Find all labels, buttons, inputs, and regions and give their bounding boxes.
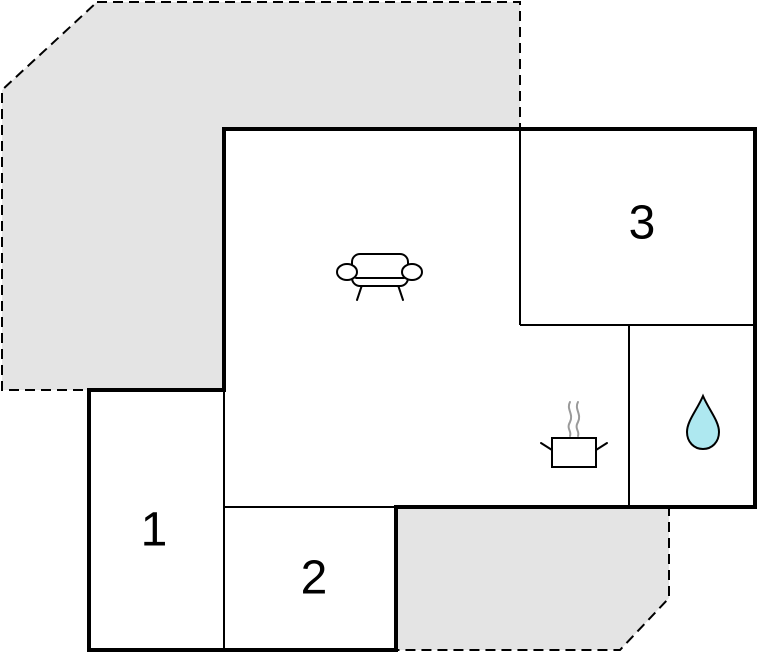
- house-outline: [87, 127, 757, 652]
- terrace-bottom-right: [395, 506, 670, 651]
- cooking-pot-icon: [540, 401, 608, 468]
- sofa-icon: [336, 253, 423, 301]
- interior-walls: [223, 129, 755, 650]
- water-drop-icon: [685, 393, 721, 451]
- room-label-1: 1: [141, 504, 168, 557]
- room-label-3: 3: [629, 197, 656, 250]
- room-label-2: 2: [301, 552, 328, 605]
